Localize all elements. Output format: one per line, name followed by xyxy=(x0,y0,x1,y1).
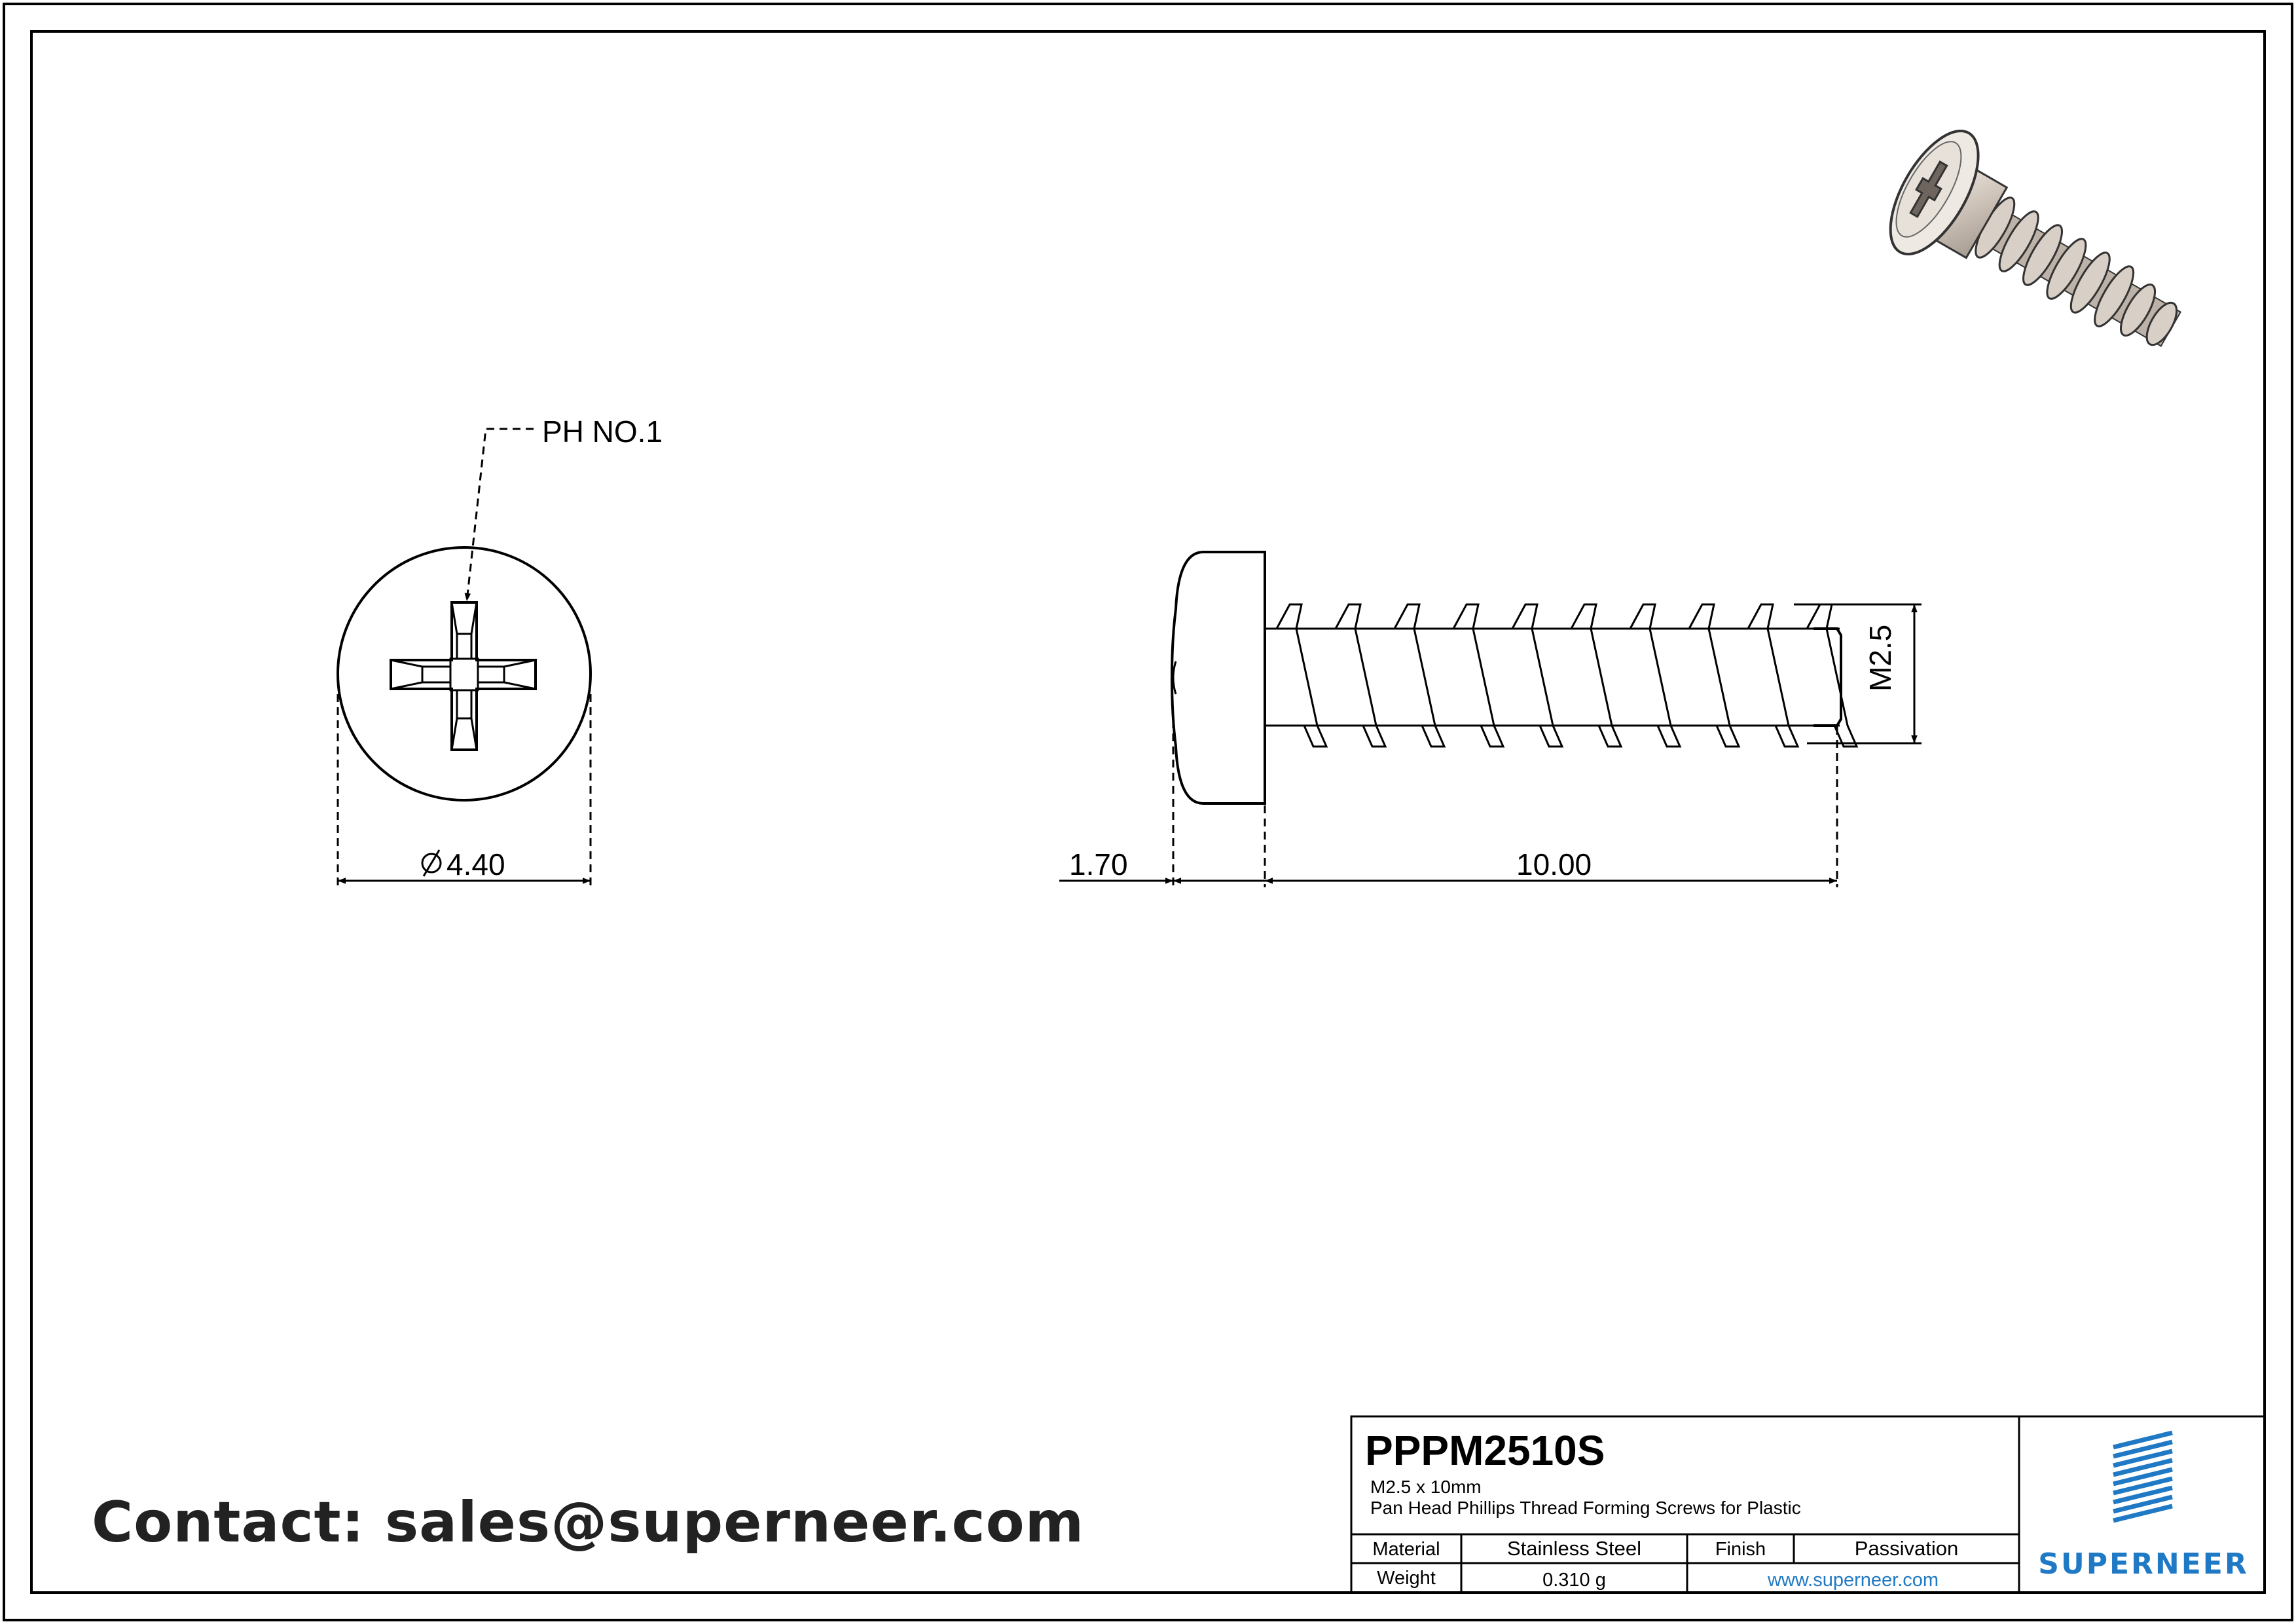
thread-crest xyxy=(1570,603,1623,748)
title-block xyxy=(1350,1415,2266,1594)
head-height-value: 1.70 xyxy=(1069,847,1128,881)
thread-crest xyxy=(1334,603,1387,748)
screw-side-view xyxy=(1170,551,1859,805)
head-top-view xyxy=(337,546,592,802)
part-description: Pan Head Phillips Thread Forming Screws … xyxy=(1370,1498,1801,1518)
length-dimensions xyxy=(1059,720,1838,887)
material-value: Stainless Steel xyxy=(1506,1537,1642,1560)
iso-thread-ring xyxy=(2022,224,2063,286)
superneer-logo-icon xyxy=(2113,1430,2173,1523)
finish-label: Finish xyxy=(1715,1539,1766,1560)
length-value: 10.00 xyxy=(1516,847,1592,881)
thread-size-value: M2.5 xyxy=(1863,624,1897,692)
thread-crest xyxy=(1511,603,1564,748)
phillips-callout-leader xyxy=(464,428,534,602)
contact-email[interactable]: Contact: sales@superneer.com xyxy=(92,1490,1085,1555)
thread-crest xyxy=(1452,603,1505,748)
weight-value: 0.310 g xyxy=(1542,1570,1606,1591)
screw-3d-render xyxy=(1889,129,2182,347)
weight-label: Weight xyxy=(1377,1568,1436,1589)
head-diameter-value: 4.40 xyxy=(446,847,505,881)
material-label: Material xyxy=(1372,1539,1440,1560)
iso-thread-ring xyxy=(2145,301,2178,346)
part-number: PPPM2510S xyxy=(1365,1427,1605,1474)
thread-crest xyxy=(1747,603,1800,748)
thread-crest xyxy=(1393,603,1446,748)
outer-border xyxy=(3,3,2293,1621)
thread-crest xyxy=(1275,603,1328,748)
part-size: M2.5 x 10mm xyxy=(1370,1477,1482,1497)
brand-name: SUPERNEER xyxy=(2038,1547,2249,1581)
thread-crest xyxy=(1629,603,1682,748)
phillips-size-label: PH NO.1 xyxy=(542,415,663,449)
iso-thread-ring xyxy=(2120,284,2157,337)
iso-thread-ring xyxy=(1998,210,2039,272)
iso-thread-ring xyxy=(2094,265,2135,327)
thread-size-dimension xyxy=(1794,603,1922,745)
iso-thread-ring xyxy=(2046,238,2087,300)
finish-value: Passivation xyxy=(1854,1537,1959,1560)
diameter-dimension xyxy=(337,694,592,887)
website-link[interactable]: www.superneer.com xyxy=(1767,1570,1939,1591)
iso-thread-ring xyxy=(2069,251,2111,314)
thread-crest xyxy=(1688,603,1741,748)
phillips-recess xyxy=(390,601,537,751)
inner-border xyxy=(30,30,2266,1594)
diameter-symbol-icon xyxy=(421,853,442,874)
